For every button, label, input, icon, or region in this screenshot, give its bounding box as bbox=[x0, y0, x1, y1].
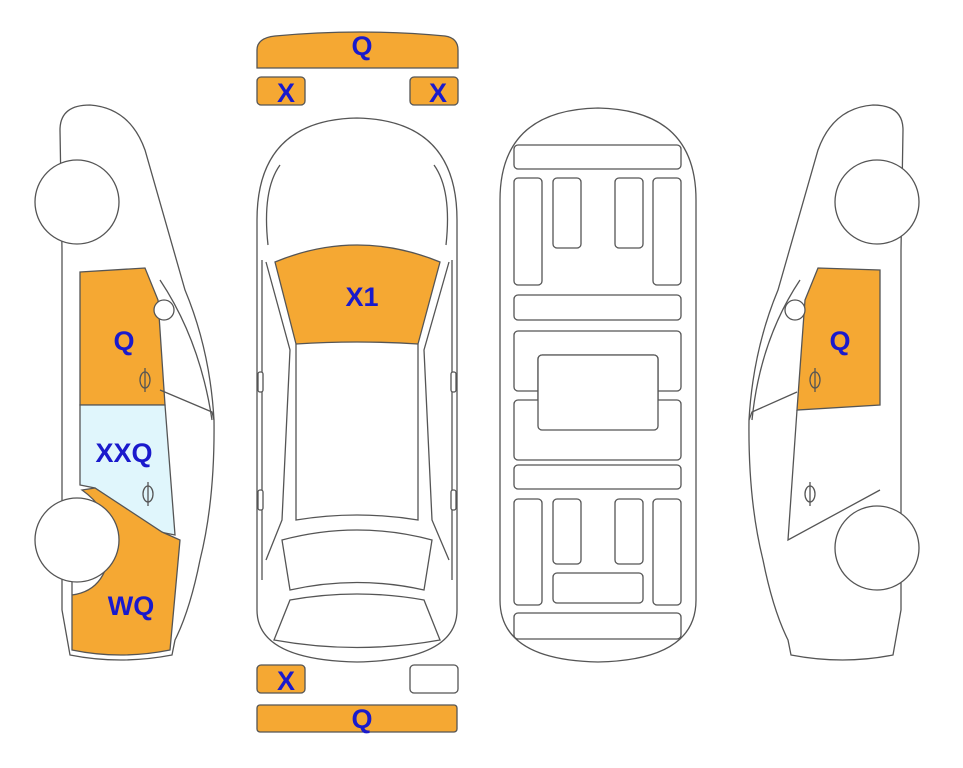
front-left-light-shape bbox=[256, 76, 306, 106]
roof-outline bbox=[295, 344, 419, 521]
rear-left-light-label: X bbox=[277, 666, 295, 696]
hood-line bbox=[265, 164, 281, 246]
left-door-handle bbox=[139, 368, 151, 392]
front-right-light-shape bbox=[409, 76, 459, 106]
right-side-window-frame bbox=[748, 391, 798, 421]
left-side-window-line bbox=[159, 279, 213, 421]
underbody-view bbox=[499, 107, 697, 663]
underbody-panel bbox=[614, 498, 644, 565]
underbody-panel bbox=[552, 498, 582, 565]
left-front-fender[interactable] bbox=[71, 487, 181, 656]
front-right-light[interactable]: X bbox=[409, 76, 459, 108]
left-rear-handle bbox=[257, 489, 264, 511]
left-mirror bbox=[257, 371, 264, 393]
windshield-label: X1 bbox=[345, 282, 378, 312]
underbody-panel bbox=[552, 572, 644, 604]
rear-bumper[interactable]: Q bbox=[256, 704, 458, 734]
underbody-panel bbox=[513, 294, 682, 321]
right-front-wheel bbox=[834, 159, 920, 245]
right-door-seam bbox=[787, 409, 881, 542]
right-door[interactable] bbox=[796, 267, 881, 411]
left-mirror-shape bbox=[153, 299, 175, 321]
car-right-side-view: Q bbox=[748, 104, 920, 661]
right-door-label: Q bbox=[829, 326, 850, 356]
front-bumper[interactable]: Q bbox=[256, 31, 459, 69]
right-mirror-shape bbox=[784, 299, 806, 321]
left-front-wheel bbox=[34, 159, 120, 245]
rear-window bbox=[281, 529, 433, 591]
front-left-light-label: X bbox=[277, 78, 295, 108]
left-side-window bbox=[265, 261, 291, 561]
right-rear-wheel bbox=[834, 505, 920, 591]
rear-bumper-label: Q bbox=[351, 704, 372, 734]
underbody-panel bbox=[513, 498, 543, 606]
left-front-door[interactable] bbox=[79, 267, 166, 406]
left-front-door-label: Q bbox=[113, 326, 134, 356]
right-rear-door-handle bbox=[804, 482, 816, 506]
underbody-panel bbox=[513, 144, 682, 170]
left-rear-wheel bbox=[34, 497, 120, 583]
hood-line-right bbox=[433, 164, 449, 246]
underbody-panel bbox=[652, 498, 682, 606]
rear-right-light[interactable] bbox=[409, 664, 459, 694]
right-mirror bbox=[450, 371, 457, 393]
front-bumper-label: Q bbox=[351, 31, 372, 61]
underbody-panel bbox=[513, 177, 543, 286]
top-view-body bbox=[256, 117, 458, 663]
left-rear-door-handle bbox=[142, 482, 154, 506]
right-side-window-line bbox=[751, 279, 801, 421]
rear-bumper-shape bbox=[256, 704, 458, 733]
underbody-panel bbox=[513, 464, 682, 490]
car-top-view: X1 bbox=[256, 117, 458, 663]
rear-left-light-shape bbox=[256, 664, 306, 694]
rear-left-light[interactable]: X bbox=[256, 664, 306, 696]
underbody-panel bbox=[552, 177, 582, 249]
left-side-window-frame bbox=[159, 389, 215, 421]
left-front-fender-label: WQ bbox=[108, 591, 155, 621]
car-left-side-view: Q XXQ WQ bbox=[34, 104, 215, 661]
right-side-window bbox=[423, 261, 450, 561]
front-left-light[interactable]: X bbox=[256, 76, 306, 108]
front-right-light-label: X bbox=[429, 78, 447, 108]
underbody-panel bbox=[614, 177, 644, 249]
underbody-panel bbox=[537, 354, 659, 431]
left-front-window-label: XXQ bbox=[95, 438, 152, 468]
underbody-panel bbox=[652, 177, 682, 286]
front-bumper-shape bbox=[256, 31, 459, 69]
right-rear-handle bbox=[450, 489, 457, 511]
right-door-handle bbox=[809, 368, 821, 392]
windshield[interactable] bbox=[274, 244, 441, 345]
trunk-line bbox=[273, 593, 441, 649]
underbody-panel bbox=[513, 612, 682, 640]
